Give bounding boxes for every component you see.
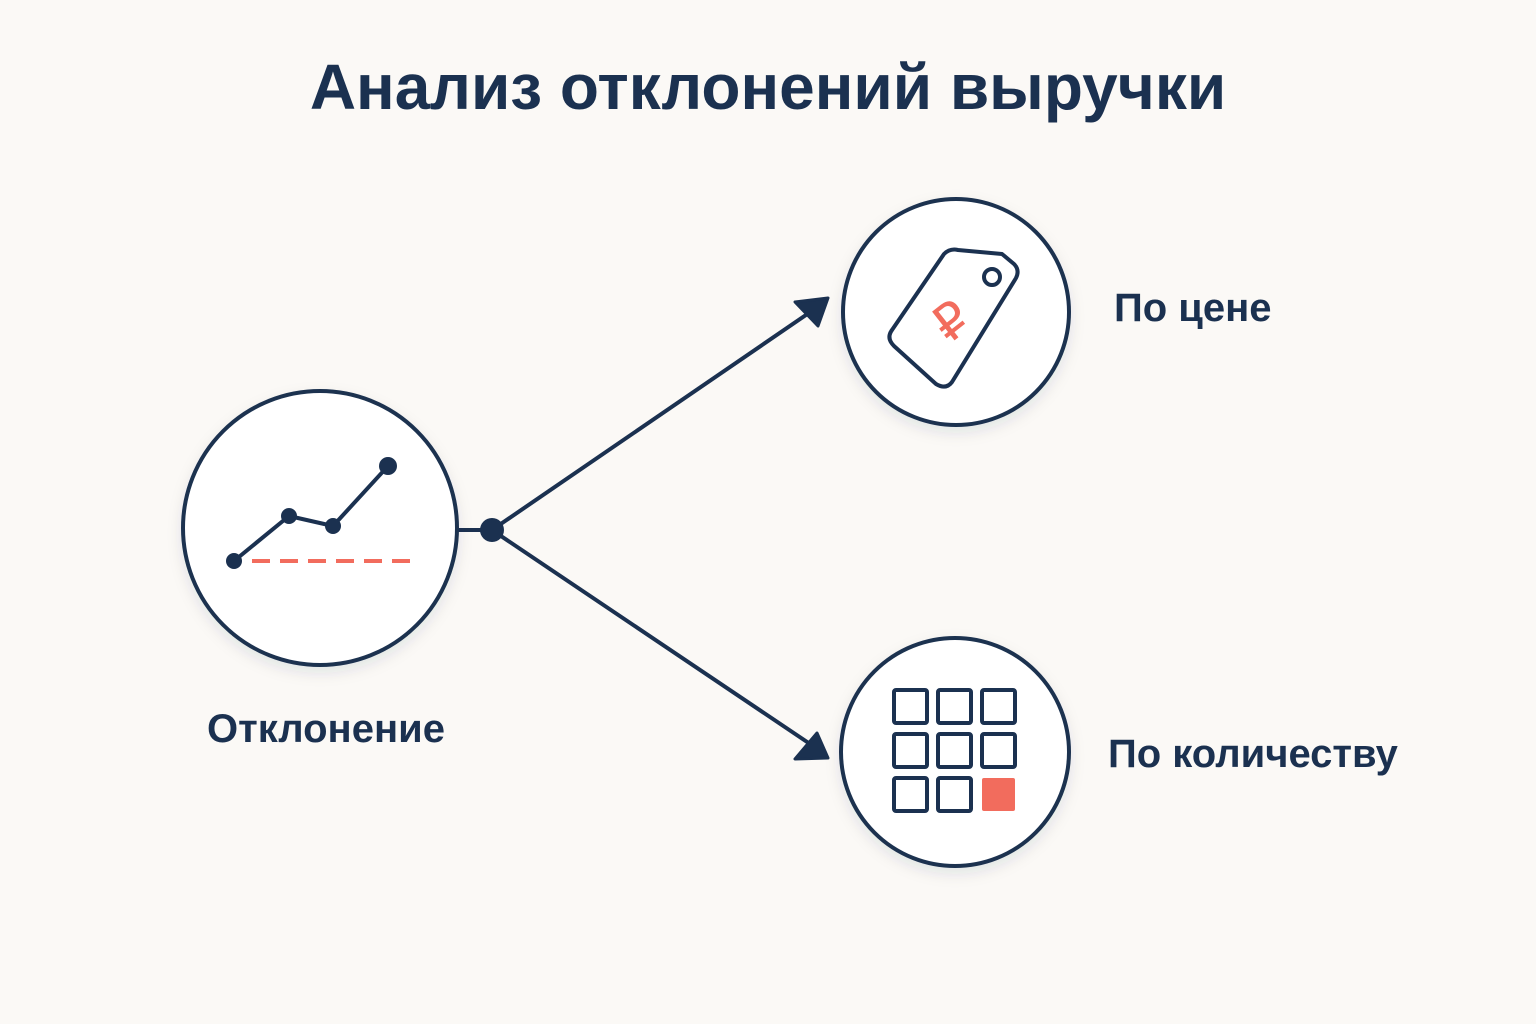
trend-point	[281, 508, 297, 524]
grid-cell	[936, 688, 973, 725]
arrow-to-quantity	[490, 528, 824, 754]
junction-dot	[480, 518, 504, 542]
grid-cell	[892, 732, 929, 769]
page-title: Анализ отклонений выручки	[310, 51, 1226, 123]
grid-cell	[936, 732, 973, 769]
trend-line	[232, 464, 390, 563]
trend-point	[379, 457, 397, 475]
arrow-to-price	[490, 302, 824, 532]
node-price: ₽ По цене	[841, 197, 1272, 427]
node-quantity-label: По количеству	[1108, 732, 1399, 776]
grid-cell	[936, 776, 973, 813]
node-deviation-label: Отклонение	[207, 707, 445, 751]
node-quantity: По количеству	[839, 636, 1399, 868]
grid-cell	[980, 732, 1017, 769]
arrowhead-price	[793, 296, 830, 328]
price-tag-outline	[887, 247, 1020, 389]
grid-cell-highlighted	[982, 778, 1015, 811]
node-price-label: По цене	[1114, 286, 1272, 330]
node-price-circle	[841, 197, 1071, 427]
grid-cell	[980, 688, 1017, 725]
node-deviation-circle	[181, 389, 459, 667]
connectors	[456, 302, 824, 754]
trend-point	[325, 518, 341, 534]
grid-cell	[892, 776, 929, 813]
price-tag-hole	[982, 267, 1002, 287]
line-chart-icon	[226, 457, 412, 569]
quantity-grid-icon	[892, 688, 1017, 813]
grid-cell	[892, 688, 929, 725]
node-quantity-circle	[839, 636, 1071, 868]
node-deviation: Отклонение	[181, 389, 459, 751]
trend-point	[226, 553, 242, 569]
arrowhead-quantity	[793, 731, 830, 761]
